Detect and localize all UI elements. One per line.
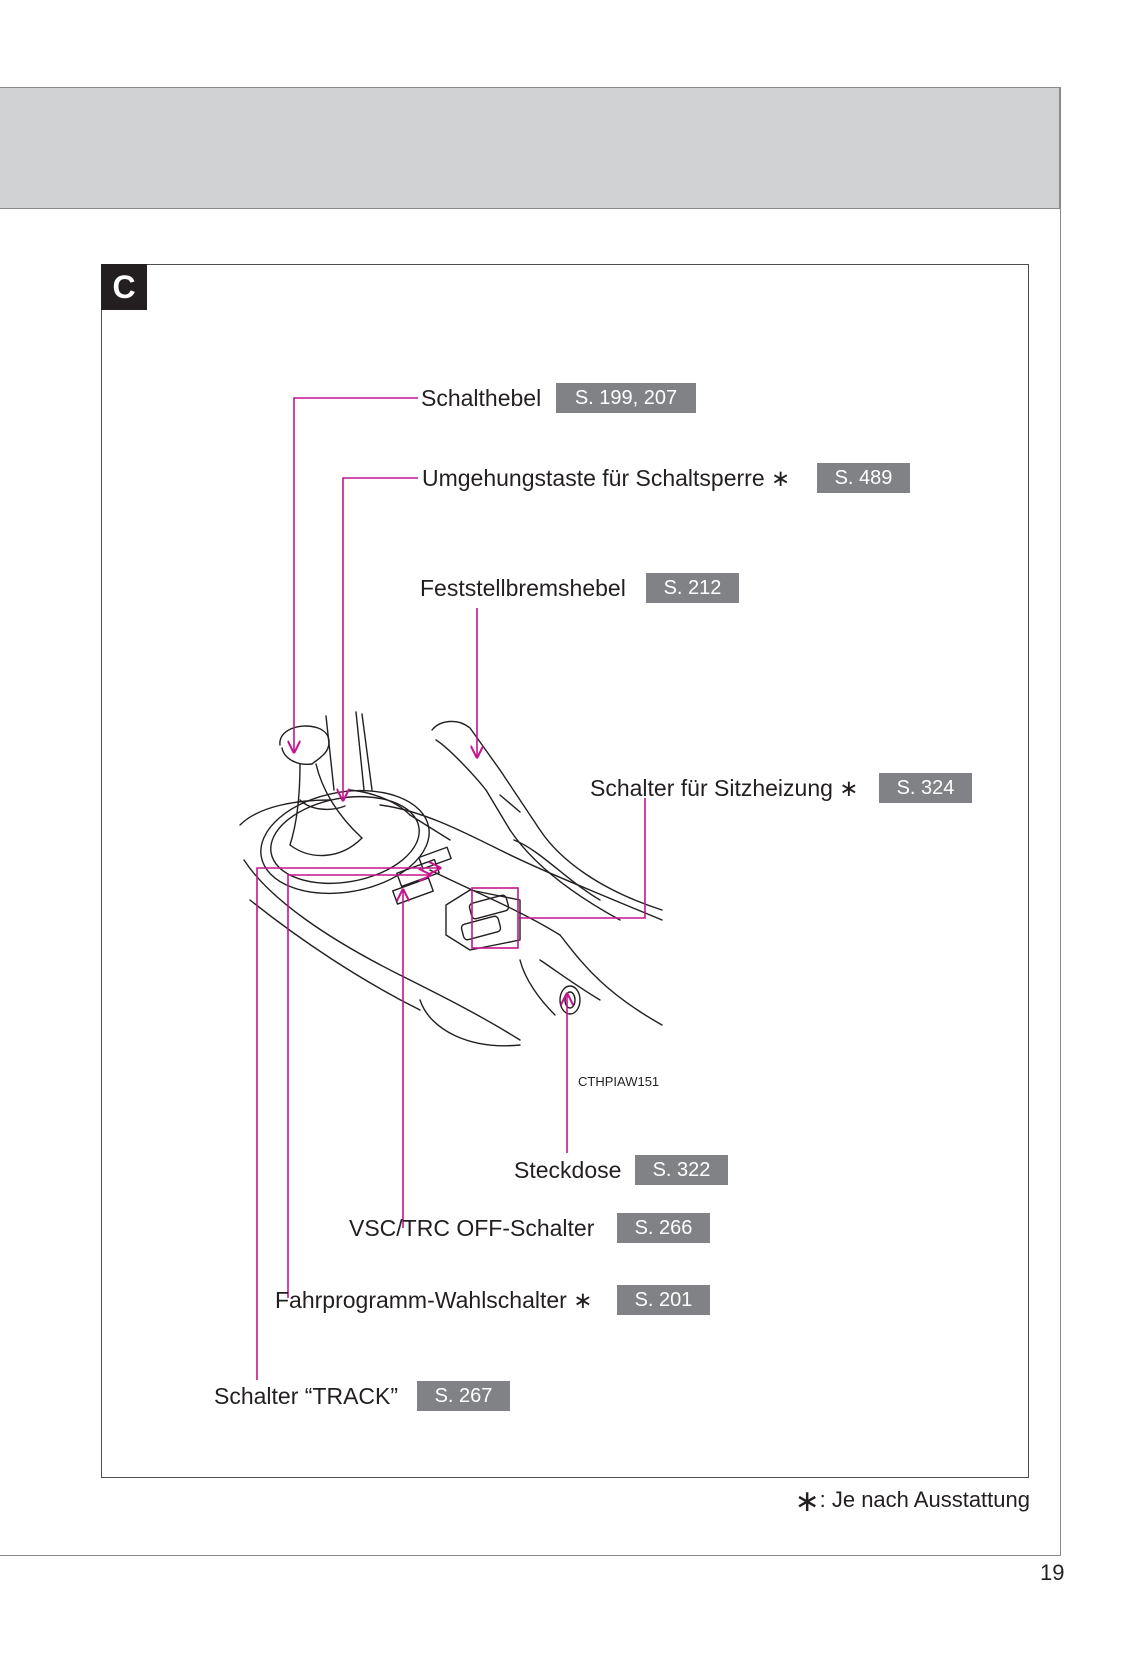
leader-lines <box>256 397 646 1380</box>
optional-asterisk: ∗ <box>573 1287 593 1313</box>
ref-vsc-trc-off-switch[interactable]: S. 266 <box>617 1213 710 1243</box>
ref-track-switch[interactable]: S. 267 <box>417 1381 510 1411</box>
page-rule-right <box>1060 87 1061 1555</box>
console-outline <box>239 711 663 1047</box>
label-drive-mode-switch: Fahrprogramm-Wahlschalter ∗ <box>275 1287 593 1313</box>
footnote: ∗: Je nach Ausstattung <box>794 1484 1030 1519</box>
section-badge: C <box>101 264 147 310</box>
label-power-outlet: Steckdose <box>514 1157 622 1183</box>
optional-asterisk: ∗ <box>771 465 791 491</box>
illustration-frame <box>101 264 1029 1478</box>
label-seat-heater-switch: Schalter für Sitzheizung ∗ <box>590 775 859 801</box>
label-shift-lever: Schalthebel <box>421 385 542 411</box>
label-parking-brake-lever: Feststellbremshebel <box>420 575 626 601</box>
optional-asterisk: ∗ <box>839 775 859 801</box>
label-shift-lock-override: Umgehungstaste für Schaltsperre ∗ <box>422 465 791 491</box>
ref-parking-brake-lever[interactable]: S. 212 <box>646 573 739 603</box>
ref-shift-lever[interactable]: S. 199, 207 <box>556 383 696 413</box>
ref-shift-lock-override[interactable]: S. 489 <box>817 463 910 493</box>
label-track-switch: Schalter “TRACK” <box>214 1383 399 1409</box>
header-band <box>0 87 1060 209</box>
illustration-code: CTHPIAW151 <box>578 1074 660 1089</box>
footnote-asterisk: ∗ <box>794 1485 820 1518</box>
ref-drive-mode-switch[interactable]: S. 201 <box>617 1285 710 1315</box>
ref-power-outlet[interactable]: S. 322 <box>635 1155 728 1185</box>
label-vsc-trc-off-switch: VSC/TRC OFF-Schalter <box>349 1215 595 1241</box>
ref-seat-heater-switch[interactable]: S. 324 <box>879 773 972 803</box>
page-rule-bottom <box>0 1555 1061 1556</box>
footnote-text: : Je nach Ausstattung <box>819 1487 1030 1512</box>
page-number: 19 <box>1040 1560 1065 1585</box>
